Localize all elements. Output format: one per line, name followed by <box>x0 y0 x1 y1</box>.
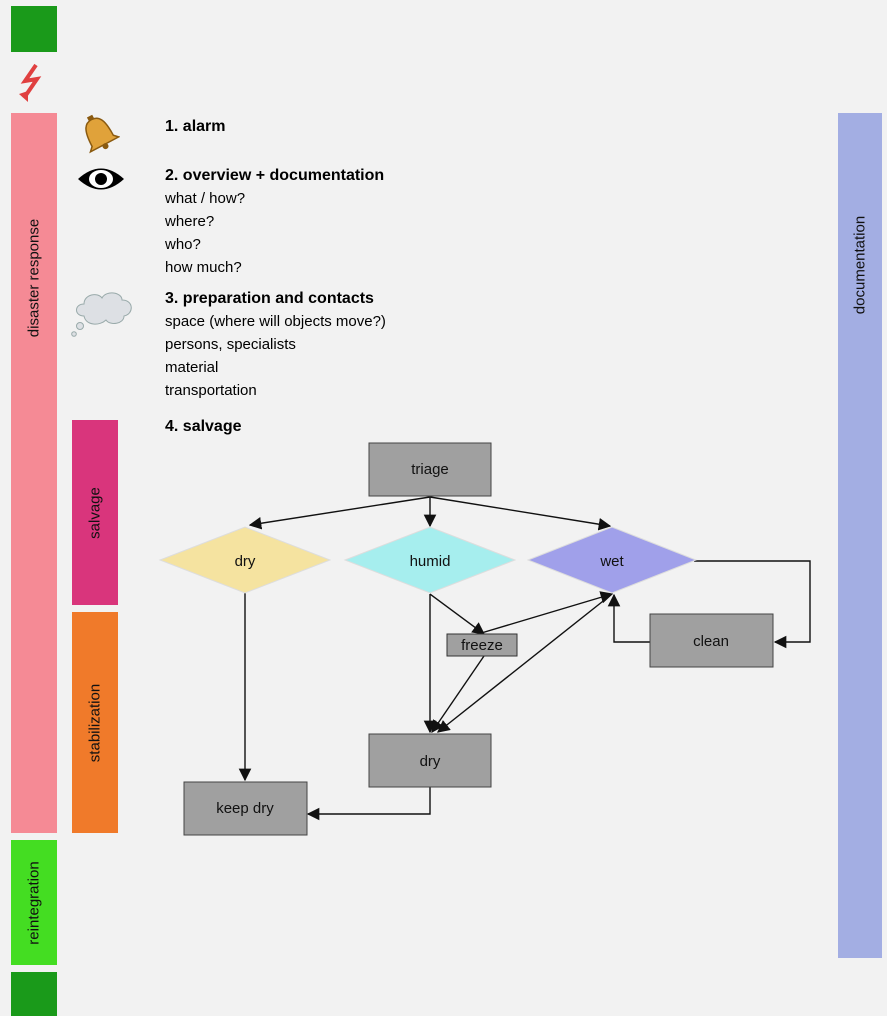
eye-icon <box>76 164 126 194</box>
arrow-freeze-to-dry <box>431 655 485 734</box>
step-2-line: what / how? <box>165 190 246 207</box>
step-2-line: where? <box>165 213 215 230</box>
freeze-box: freeze <box>446 633 518 657</box>
keep-dry-box: keep dry <box>183 781 308 836</box>
thought-cloud-icon <box>68 286 138 342</box>
wet-condition-diamond: wet <box>526 526 698 594</box>
clean-label: clean <box>693 633 729 650</box>
keep-dry-label: keep dry <box>216 800 274 817</box>
bottom-green-bar <box>11 972 57 1016</box>
salvage-bar: salvage <box>72 420 118 605</box>
triage-box: triage <box>368 442 492 497</box>
dry-condition-diamond: dry <box>158 526 332 594</box>
humid-condition-diamond: humid <box>343 526 517 594</box>
wet-condition-label: wet <box>599 553 624 570</box>
documentation-bar: documentation <box>838 113 882 958</box>
stabilization-bar: stabilization <box>72 612 118 833</box>
clean-box: clean <box>649 613 774 668</box>
humid-condition-label: humid <box>410 553 451 570</box>
arrow-dry-to-keep-dry-2 <box>306 787 431 821</box>
top-green-bar <box>11 6 57 52</box>
step-3-heading: 3. preparation and contacts <box>165 290 374 307</box>
step-4-heading: 4. salvage <box>165 418 242 435</box>
step-3-line: material <box>165 359 219 376</box>
arrow-wet-to-dry <box>437 593 613 733</box>
dry-condition-label: dry <box>235 553 256 570</box>
arrow-clean-to-wet <box>607 593 650 643</box>
step-1-heading: 1. alarm <box>165 118 226 135</box>
dry-process-box: dry <box>368 733 492 788</box>
triage-label: triage <box>411 461 449 478</box>
bell-icon <box>76 112 121 154</box>
step-3-line: transportation <box>165 382 257 399</box>
step-3-line: persons, specialists <box>165 336 296 353</box>
arrow-wet-to-clean <box>694 560 811 649</box>
reintegration-bar: reintegration <box>11 840 57 965</box>
disaster-response-bar: disaster response <box>11 113 57 833</box>
arrow-freeze-to-wet <box>477 591 614 635</box>
step-3-line: space (where will objects move?) <box>165 313 386 330</box>
arrow-triage-to-wet <box>429 496 612 531</box>
freeze-label: freeze <box>461 637 503 654</box>
step-2-heading: 2. overview + documentation <box>165 167 385 184</box>
arrow-triage-to-dry <box>248 496 431 530</box>
step-2-line: how much? <box>165 259 242 276</box>
arrow-humid-to-freeze <box>429 593 486 635</box>
dry-process-label: dry <box>420 753 441 770</box>
step-2-line: who? <box>165 236 201 253</box>
lightning-icon <box>16 62 46 104</box>
